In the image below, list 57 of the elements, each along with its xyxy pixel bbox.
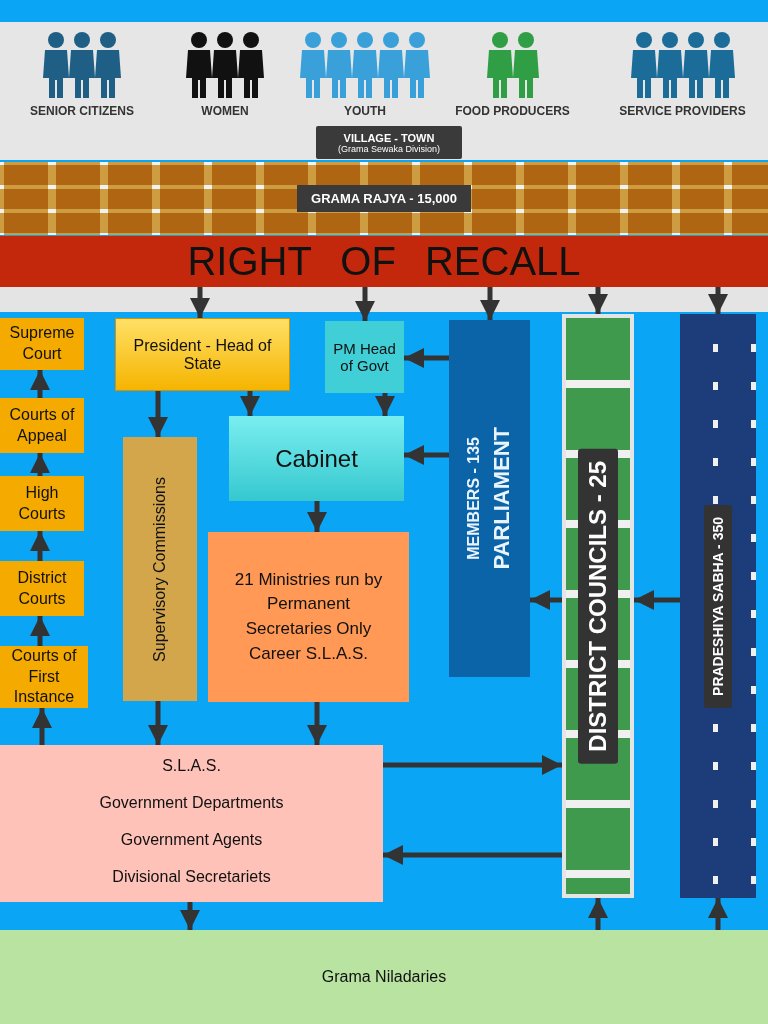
arrow xyxy=(634,590,680,610)
striped-column xyxy=(562,314,634,898)
arrow xyxy=(355,287,375,321)
box-text: Government Departments xyxy=(99,793,284,812)
arrow xyxy=(588,898,608,930)
court-box: Courts of Appeal xyxy=(0,398,84,453)
process-box: Supervisory Commissions xyxy=(123,437,197,701)
box-text: Divisional Secretariets xyxy=(112,868,271,887)
arrow xyxy=(307,501,327,532)
arrow xyxy=(180,902,200,930)
court-box: Courts of First Instance xyxy=(0,646,88,708)
banner: RIGHT OF RECALL xyxy=(0,236,768,287)
arrow xyxy=(404,348,449,368)
grid-band xyxy=(0,162,768,235)
column-label: DISTRICT COUNCILS - 25 xyxy=(578,448,618,764)
column-label: PRADESHIYA SABHA - 350 xyxy=(704,504,732,708)
process-box xyxy=(449,320,530,677)
arrow xyxy=(30,453,50,476)
box-title: PARLIAMENT xyxy=(488,427,515,570)
arrow xyxy=(708,898,728,930)
title-tag: VILLAGE - TOWN (Grama Sewaka Division) xyxy=(316,126,462,159)
arrow xyxy=(190,287,210,318)
group-label: SERVICE PROVIDERS xyxy=(619,104,746,118)
band-label: GRAMA RAJYA - 15,000 xyxy=(297,185,471,212)
grid-column xyxy=(680,314,756,898)
process-box: President - Head of State xyxy=(115,318,290,391)
arrow xyxy=(480,287,500,320)
court-box: High Courts xyxy=(0,476,84,531)
arrow xyxy=(148,701,168,745)
arrow xyxy=(383,845,562,865)
arrow xyxy=(404,445,449,465)
process-box: 21 Ministries run by Permanent Secretaries Only Career S.L.A.S. xyxy=(208,532,409,702)
box-subtitle: MEMBERS - 135 xyxy=(464,437,483,560)
arrow xyxy=(588,287,608,314)
group-label: WOMEN xyxy=(201,104,249,118)
arrow xyxy=(32,708,52,745)
arrow xyxy=(30,616,50,646)
arrow xyxy=(708,287,728,314)
arrow xyxy=(530,590,562,610)
arrow xyxy=(375,393,395,416)
arrow xyxy=(383,755,562,775)
arrow xyxy=(307,702,327,745)
court-box: District Courts xyxy=(0,561,84,616)
box-text: Government Agents xyxy=(120,831,263,850)
group-label: SENIOR CITIZENS xyxy=(30,104,134,118)
box-text: S.L.A.S. xyxy=(162,756,221,775)
arrow xyxy=(30,370,50,398)
arrow xyxy=(240,391,260,416)
group-label: YOUTH xyxy=(344,104,386,118)
arrow xyxy=(148,391,168,437)
process-box: Grama Niladaries xyxy=(0,930,768,1024)
arrow xyxy=(30,531,50,561)
process-box: Cabinet xyxy=(229,416,404,501)
process-box xyxy=(0,745,383,902)
group-label: FOOD PRODUCERS xyxy=(455,104,570,118)
process-box: PM Head of Govt xyxy=(325,321,404,393)
court-box: Supreme Court xyxy=(0,318,84,370)
